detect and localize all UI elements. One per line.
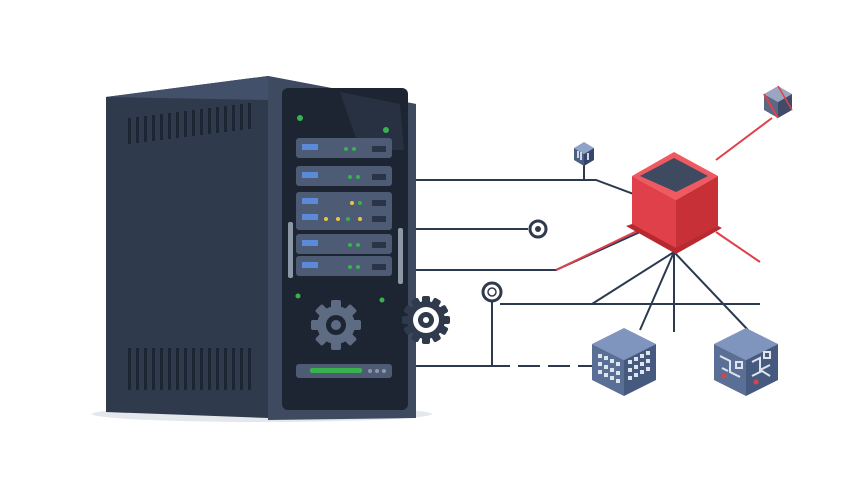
drive-slot xyxy=(296,138,392,158)
front-glass-highlight xyxy=(340,92,404,150)
small-cube-icon xyxy=(574,142,594,166)
circuit-cube-icon xyxy=(592,328,656,396)
status-bar xyxy=(296,364,392,378)
drive-slot xyxy=(296,256,392,276)
server-tower xyxy=(106,76,416,420)
ring-node-icon xyxy=(528,219,548,239)
fan-mid-left xyxy=(639,251,675,331)
front-handle-right xyxy=(398,228,403,284)
front-led-top-right xyxy=(383,127,389,133)
front-led-top-left xyxy=(297,115,303,121)
link-server-to-hub-left xyxy=(414,231,641,271)
front-led-bottom-right xyxy=(379,297,385,303)
link-hub-to-top-cube xyxy=(715,117,773,161)
front-led-bottom-left xyxy=(295,293,301,299)
link-hub-to-right xyxy=(715,231,761,263)
gear-icon xyxy=(311,300,361,350)
ring-node-icon xyxy=(481,281,503,303)
fan-right xyxy=(673,251,749,331)
small-cube-icon xyxy=(763,85,793,119)
drive-slot xyxy=(296,166,392,186)
drive-slot xyxy=(296,208,392,230)
gear-icon xyxy=(402,296,450,344)
server-side-panel xyxy=(106,76,268,418)
fan-left xyxy=(591,251,675,305)
circuit-cube-icon xyxy=(714,328,778,396)
link-server-to-hub-top xyxy=(414,179,637,196)
drive-bays xyxy=(296,138,392,276)
side-vents-top xyxy=(128,103,251,144)
hub-cube-icon xyxy=(626,152,722,254)
front-handle-left xyxy=(288,222,293,278)
side-vents-bottom xyxy=(128,348,251,390)
drive-slot xyxy=(296,234,392,254)
drive-slot xyxy=(296,192,392,212)
